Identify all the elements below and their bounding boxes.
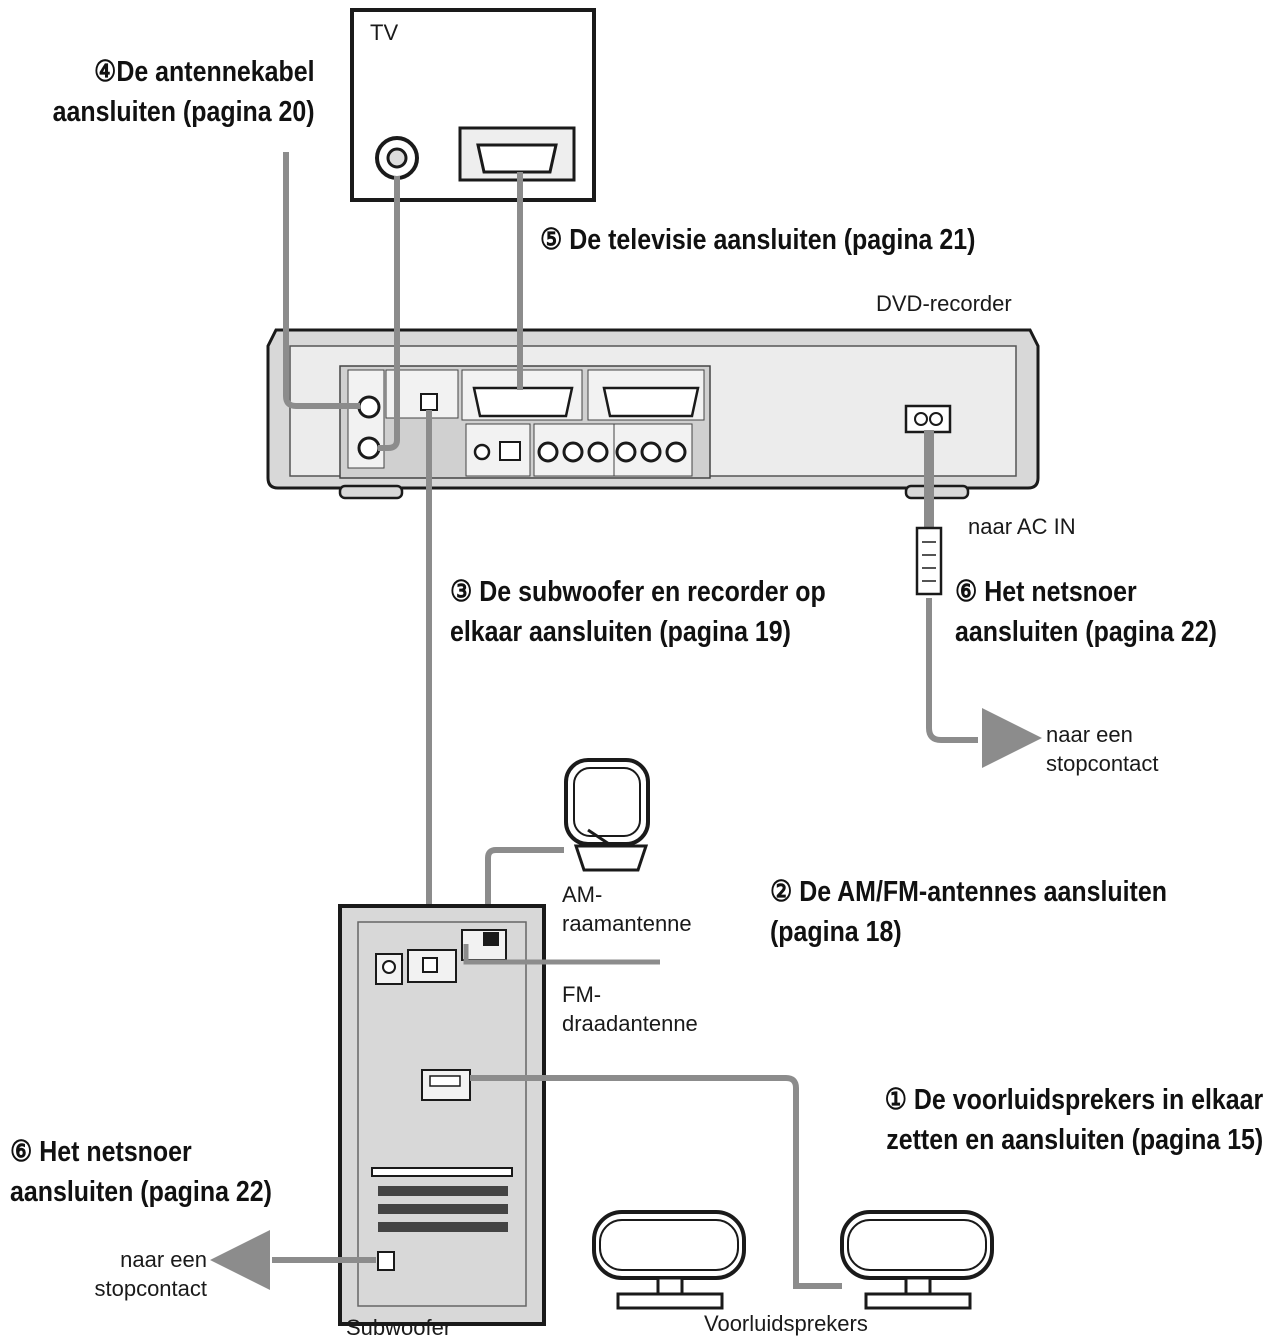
ac-in-socket <box>904 404 952 434</box>
step3-label: ③ De subwoofer en recorder op elkaar aan… <box>450 572 826 652</box>
step4-line1: ④De antennekabel <box>94 56 316 88</box>
step2-line1: ② De AM/FM-antennes aansluiten <box>770 876 1167 908</box>
step6-subwoofer-line1: ⑥ Het netsnoer <box>10 1136 192 1168</box>
outlet-recorder-line1: naar een <box>1046 722 1133 747</box>
step6-recorder-line2: aansluiten (pagina 22) <box>955 616 1217 648</box>
step5-label: ⑤ De televisie aansluiten (pagina 21) <box>540 220 975 260</box>
fm-antenna-line2: draadantenne <box>562 1011 698 1036</box>
tv-scart-port <box>458 126 576 182</box>
ac-in-label: naar AC IN <box>968 514 1076 539</box>
am-antenna-line2: raamantenne <box>562 911 692 936</box>
step6-subwoofer-line2: aansluiten (pagina 22) <box>10 1176 272 1208</box>
step2-line2: (pagina 18) <box>770 916 902 948</box>
antenna-cable <box>283 152 400 451</box>
dvd-recorder-device <box>266 328 1040 500</box>
step6-subwoofer-label: ⑥ Het netsnoer aansluiten (pagina 22) <box>10 1132 272 1212</box>
audio-video-jacks <box>465 423 693 477</box>
am-antenna-label: AM- raamantenne <box>562 880 692 938</box>
tv-antenna-jack <box>375 136 419 180</box>
am-loop-antenna <box>564 758 650 872</box>
step3-line2: elkaar aansluiten (pagina 19) <box>450 616 791 648</box>
dvd-recorder-label: DVD-recorder <box>876 291 1012 316</box>
step4-label: ④De antennekabel aansluiten (pagina 20) <box>53 52 315 132</box>
aerial-panel <box>347 369 385 469</box>
am-antenna-line1: AM- <box>562 882 603 907</box>
recorder-power-cord <box>915 430 978 743</box>
front-speakers-label: Voorluidsprekers <box>704 1311 868 1336</box>
front-speaker-left <box>592 1210 746 1310</box>
outlet-subwoofer-line2: stopcontact <box>94 1276 207 1301</box>
subwoofer-device <box>338 904 546 1326</box>
step2-label: ② De AM/FM-antennes aansluiten (pagina 1… <box>770 872 1167 952</box>
subwoofer-label: Subwoofer <box>346 1315 452 1340</box>
tv-device <box>350 8 596 202</box>
step1-line1: ① De voorluidsprekers in elkaar <box>884 1084 1263 1116</box>
outlet-recorder-line2: stopcontact <box>1046 751 1159 776</box>
outlet-subwoofer-line1: naar een <box>120 1247 207 1272</box>
step6-recorder-label: ⑥ Het netsnoer aansluiten (pagina 22) <box>955 572 1217 652</box>
am-antenna-wire <box>485 847 564 938</box>
tv-label: TV <box>370 20 399 45</box>
outlet-subwoofer-label: naar een stopcontact <box>94 1245 207 1303</box>
step6-recorder-line1: ⑥ Het netsnoer <box>955 576 1137 608</box>
step4-line2: aansluiten (pagina 20) <box>53 96 315 128</box>
step1-label: ① De voorluidsprekers in elkaar zetten e… <box>884 1080 1263 1160</box>
speaker-cable <box>470 1075 842 1289</box>
step1-line2: zetten en aansluiten (pagina 15) <box>886 1124 1263 1156</box>
outlet-recorder-label: naar een stopcontact <box>1046 720 1159 778</box>
front-speaker-right <box>840 1210 994 1310</box>
step5-line1: ⑤ De televisie aansluiten (pagina 21) <box>540 224 976 256</box>
fm-wire-antenna <box>463 944 660 965</box>
step3-line1: ③ De subwoofer en recorder op <box>450 576 826 608</box>
line3-decoder-scart <box>587 369 705 421</box>
subwoofer-vent <box>378 1186 508 1232</box>
fm-antenna-label: FM- draadantenne <box>562 980 698 1038</box>
fm-antenna-line1: FM- <box>562 982 602 1007</box>
